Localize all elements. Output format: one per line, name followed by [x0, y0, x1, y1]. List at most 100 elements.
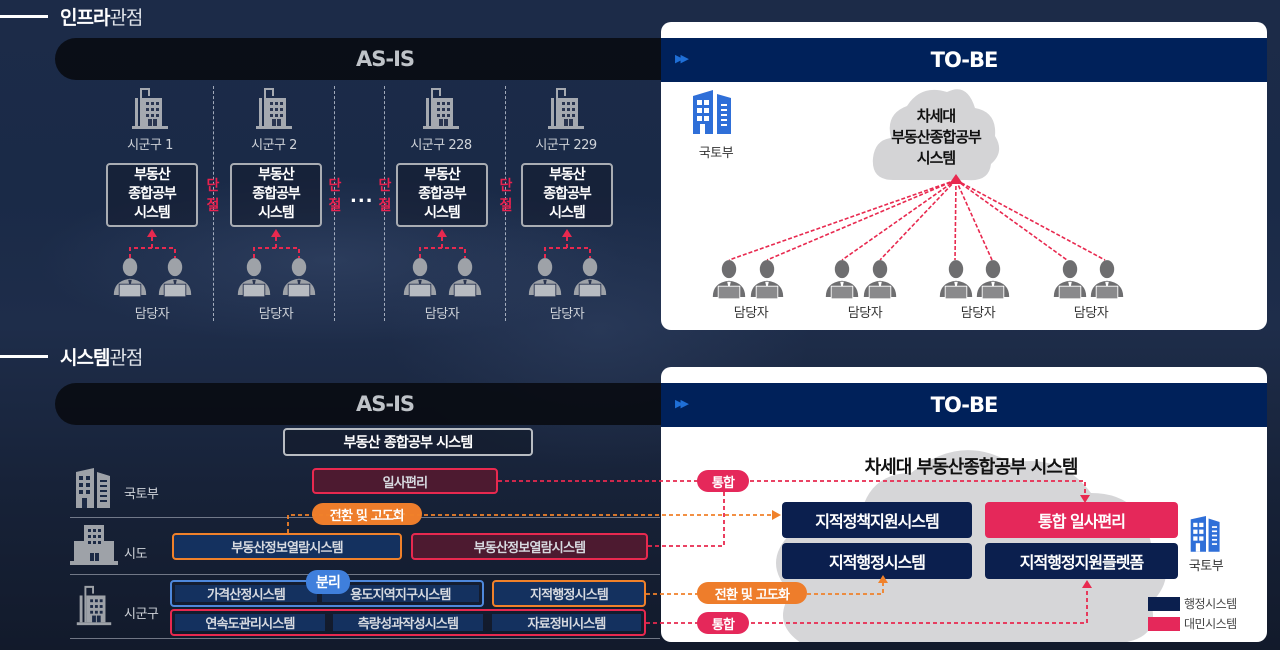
- realestate-info-box-maroon: 부동산정보열람시스템: [411, 533, 648, 560]
- network-lines: [728, 179, 1106, 261]
- cloud-label: 차세대 부동산종합공부 시스템: [886, 106, 986, 169]
- infra-tobe-panel: ▶▶ TO-BE 국토부 차세대 부동산종합공부 시스템: [661, 22, 1267, 330]
- cloud-line: 차세대: [916, 107, 956, 125]
- legend-swatch-admin: [1148, 596, 1180, 611]
- row-divider: [70, 574, 660, 575]
- system-asis-bar: AS-IS: [55, 383, 675, 425]
- infra-tobe-header: ▶▶ TO-BE: [661, 38, 1267, 82]
- row-label-ministry: 국토부: [124, 487, 159, 502]
- staff-label: 담당자: [549, 307, 585, 322]
- legend-label: 행정시스템: [1184, 597, 1237, 611]
- cloud-title: 차세대 부동산종합공부 시스템: [864, 457, 1079, 478]
- system-line: 종합공부: [543, 186, 592, 202]
- system-tobe-label: TO-BE: [930, 393, 999, 417]
- ellipsis: ...: [350, 186, 374, 207]
- building-icon: [132, 88, 168, 129]
- disconnect-char: 단: [328, 178, 342, 194]
- row-divider: [70, 638, 660, 639]
- cadastral-admin-system: 지적행정시스템: [782, 543, 972, 579]
- title-line: [0, 355, 48, 358]
- district-system-box: 부동산 종합공부 시스템: [521, 163, 613, 227]
- infra-asis-label: AS-IS: [355, 47, 415, 71]
- staff-label: 담당자: [134, 307, 170, 322]
- district-system-box: 부동산 종합공부 시스템: [106, 163, 198, 227]
- infra-title-bold: 인프라: [60, 7, 110, 29]
- district-label: 시군구 1: [127, 138, 173, 153]
- system-title-light: 관점: [109, 347, 143, 369]
- infra-tobe-label: TO-BE: [930, 48, 999, 72]
- infra-tobe-network: [712, 174, 1124, 300]
- person-pair: [113, 257, 607, 298]
- disconnect-char: 단: [378, 178, 392, 194]
- integrate-pill-bottom: 통합: [697, 612, 749, 634]
- system-line: 시스템: [549, 205, 586, 221]
- system-section-title: 시스템 관점: [0, 343, 143, 370]
- system-asis-label: AS-IS: [355, 392, 415, 416]
- system-line: 시스템: [424, 205, 461, 221]
- district-system-box: 부동산 종합공부 시스템: [230, 163, 322, 227]
- infra-asis-bar: AS-IS: [55, 38, 675, 80]
- disconnect-char: 절: [499, 198, 513, 214]
- disconnect-label: 단 절: [378, 176, 392, 216]
- infra-section-title: 인프라 관점: [0, 3, 143, 30]
- system-line: 종합공부: [252, 186, 301, 202]
- price-calc-system: 가격산정시스템: [175, 585, 317, 603]
- integrated-ilsa-system: 통합 일사편리: [985, 502, 1178, 538]
- ministry-building-icon: [693, 90, 731, 134]
- staff-people: [712, 259, 1124, 300]
- district-label: 시군구 2: [251, 138, 297, 153]
- system-line: 부동산: [258, 167, 295, 183]
- district-system-box: 부동산 종합공부 시스템: [396, 163, 488, 227]
- system-line: 시스템: [258, 205, 295, 221]
- staff-label: 담당자: [733, 306, 769, 321]
- split-pill: 분리: [306, 570, 350, 594]
- data-cleanup-system: 자료정비시스템: [492, 614, 641, 632]
- staff-label: 담당자: [960, 306, 996, 321]
- disconnect-label: 단 절: [206, 176, 220, 216]
- disconnect-label: 단 절: [328, 176, 342, 216]
- system-tobe-header: ▶▶ TO-BE: [661, 383, 1267, 427]
- district-label: 시군구 228: [410, 138, 472, 153]
- province-building-icon: [70, 525, 118, 565]
- disconnect-char: 절: [328, 198, 342, 214]
- cadastral-policy-system: 지적정책지원시스템: [782, 502, 972, 538]
- header-system-box: 부동산 종합공부 시스템: [283, 428, 533, 456]
- building-icon: [423, 88, 459, 129]
- separator: [213, 86, 214, 321]
- staff-label: 담당자: [847, 306, 883, 321]
- ministry-building-icon: [76, 468, 110, 508]
- infra-title-light: 관점: [109, 7, 143, 29]
- disconnect-char: 단: [499, 178, 513, 194]
- legend-admin: 행정시스템: [1148, 595, 1237, 612]
- staff-label: 담당자: [1073, 306, 1109, 321]
- district-229: 시군구 229: [516, 86, 616, 153]
- convert-pill-asis: 전환 및 고도화: [312, 503, 422, 525]
- ministry-label: 국토부: [698, 146, 734, 161]
- ministry-label: 국토부: [1188, 559, 1224, 574]
- continuous-map-system: 연속도관리시스템: [175, 614, 325, 632]
- system-line: 종합공부: [128, 186, 177, 202]
- legend-civil: 대민시스템: [1148, 615, 1237, 632]
- row-label-district: 시군구: [124, 607, 159, 622]
- integrate-pill-top: 통합: [697, 470, 749, 492]
- staff-label: 담당자: [258, 307, 294, 322]
- district-1: 시군구 1: [100, 86, 200, 153]
- title-line: [0, 15, 48, 18]
- integrate-group-box: [170, 609, 646, 636]
- legend-label: 대민시스템: [1184, 617, 1237, 631]
- district-label: 시군구 229: [535, 138, 597, 153]
- system-line: 부동산: [549, 167, 586, 183]
- ilsa-pyeonri-box: 일사편리: [312, 468, 498, 494]
- row-label-province: 시도: [124, 547, 147, 562]
- staff-label: 담당자: [424, 307, 460, 322]
- disconnect-char: 절: [378, 198, 392, 214]
- legend-swatch-civil: [1148, 616, 1180, 631]
- upload-arrows: [129, 236, 591, 258]
- disconnect-label: 단 절: [499, 176, 513, 216]
- district-228: 시군구 228: [391, 86, 491, 153]
- district-building-icon: [76, 585, 112, 626]
- cloud-line: 부동산종합공부: [891, 128, 982, 146]
- ministry-building-icon: [1190, 516, 1220, 552]
- cloud-line: 시스템: [916, 149, 956, 167]
- system-line: 부동산: [134, 167, 171, 183]
